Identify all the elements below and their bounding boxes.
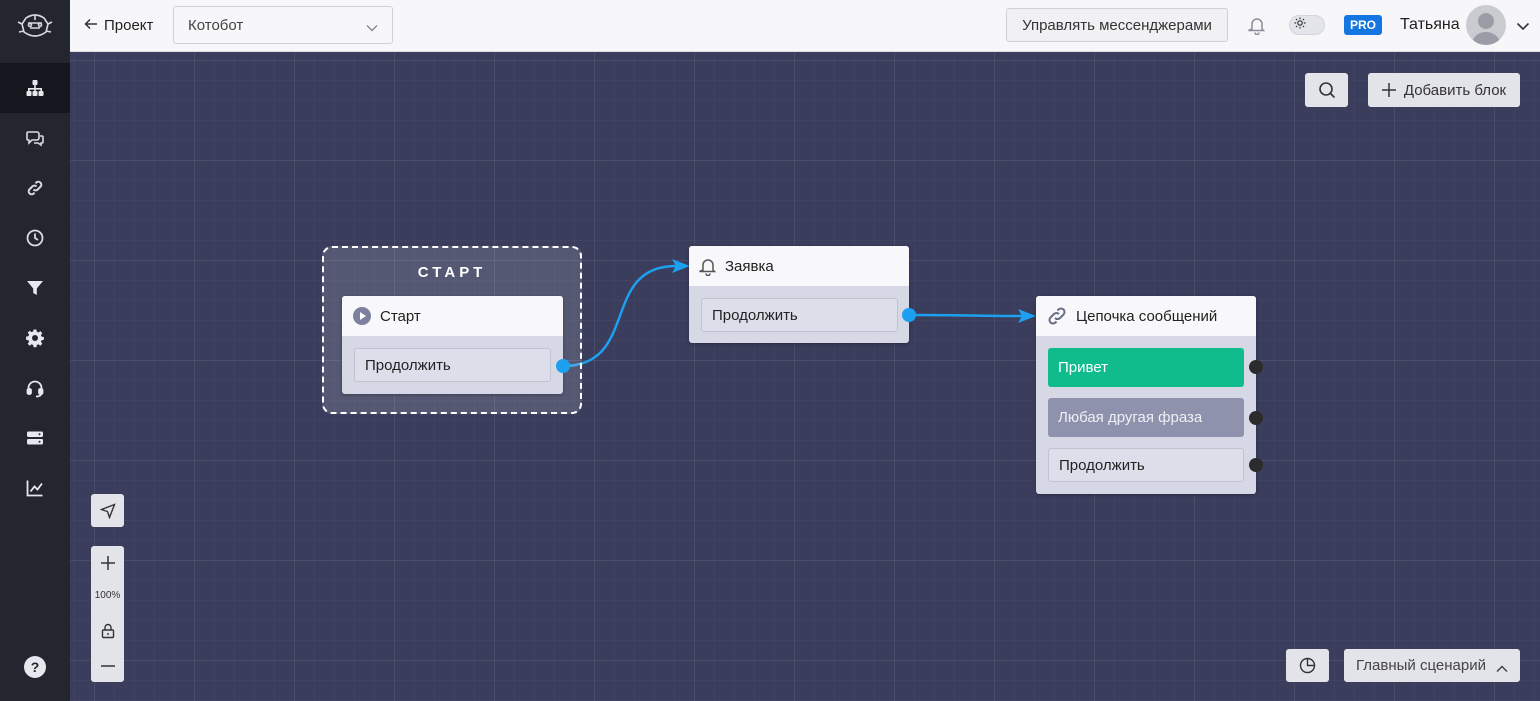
chain-option-privet[interactable]: Привет: [1048, 348, 1244, 387]
sidebar-item-scenarios[interactable]: [0, 63, 70, 113]
chain-option-3-port[interactable]: [1249, 458, 1263, 472]
chain-option-1-port[interactable]: [1249, 360, 1263, 374]
chain-node-title: Цепочка сообщений: [1076, 307, 1218, 325]
play-circle-icon: [353, 307, 371, 325]
sidebar-item-integrations[interactable]: [0, 163, 70, 213]
chain-continue-button[interactable]: Продолжить: [1048, 448, 1244, 482]
start-node-header: Старт: [342, 296, 563, 336]
link-icon: [27, 180, 43, 196]
link-icon: [1048, 307, 1066, 325]
chat-icon: [26, 131, 44, 147]
sidebar-item-funnels[interactable]: [0, 263, 70, 313]
sidebar-item-server[interactable]: [0, 413, 70, 463]
plus-icon: [100, 555, 115, 570]
statistics-button[interactable]: [1286, 649, 1329, 682]
clock-icon: [26, 229, 44, 247]
start-node[interactable]: Старт Продолжить: [342, 296, 570, 394]
add-block-label: Добавить блок: [1403, 81, 1507, 99]
project-select-value: Котобот: [188, 16, 244, 34]
lock-icon: [101, 623, 114, 639]
bell-icon: [699, 259, 717, 276]
filter-icon: [27, 281, 43, 295]
scenario-select-label: Главный сценарий: [1356, 657, 1486, 674]
sidebar-item-settings[interactable]: [0, 313, 70, 363]
plus-icon: [1381, 83, 1396, 97]
theme-toggle[interactable]: [1289, 15, 1325, 35]
lock-canvas-button[interactable]: [91, 616, 124, 646]
user-name[interactable]: Татьяна: [1400, 16, 1460, 33]
center-view-button[interactable]: [91, 494, 124, 527]
help-button[interactable]: ?: [24, 656, 46, 678]
pie-chart-icon: [1299, 657, 1316, 674]
sidebar-item-history[interactable]: [0, 213, 70, 263]
sitemap-icon: [26, 80, 44, 96]
request-continue-button[interactable]: Продолжить: [701, 298, 898, 332]
add-block-button[interactable]: Добавить блок: [1368, 73, 1520, 107]
request-node[interactable]: Заявка Продолжить: [689, 246, 916, 343]
sidebar-item-chats[interactable]: [0, 113, 70, 163]
start-node-title: Старт: [380, 307, 421, 325]
start-output-port[interactable]: [556, 359, 570, 373]
search-button[interactable]: [1305, 73, 1348, 107]
request-node-header: Заявка: [689, 246, 909, 286]
avatar[interactable]: [1466, 5, 1506, 45]
chevron-down-icon: [366, 19, 378, 36]
chain-option-any-phrase[interactable]: Любая другая фраза: [1048, 398, 1244, 437]
navigation-arrow-icon: [99, 502, 116, 519]
scenario-canvas[interactable]: [70, 52, 1540, 701]
chevron-up-icon: [1496, 660, 1508, 677]
bot-logo-icon[interactable]: [0, 0, 70, 52]
minus-icon: [100, 664, 115, 667]
manage-messengers-button[interactable]: Управлять мессенджерами: [1006, 8, 1228, 42]
notifications-bell-icon[interactable]: [1248, 15, 1266, 40]
sun-icon: [1294, 16, 1306, 34]
project-select[interactable]: Котобот: [173, 6, 393, 44]
headset-icon: [26, 380, 44, 398]
request-node-title: Заявка: [725, 257, 774, 275]
gear-icon: [26, 329, 44, 348]
chain-node-header: Цепочка сообщений: [1036, 296, 1256, 336]
back-link-label: Проект: [104, 16, 154, 34]
sidebar: ?: [0, 0, 70, 701]
user-menu-chevron-icon[interactable]: [1516, 18, 1530, 36]
zoom-in-button[interactable]: [91, 546, 124, 579]
user-avatar-icon: [1471, 13, 1501, 45]
back-to-project-link[interactable]: Проект: [84, 0, 153, 50]
start-continue-button[interactable]: Продолжить: [354, 348, 551, 382]
server-icon: [27, 431, 43, 445]
search-icon: [1318, 82, 1335, 99]
zoom-level: 100%: [94, 589, 121, 601]
start-group-title: СТАРТ: [417, 264, 487, 281]
zoom-out-button[interactable]: [91, 649, 124, 682]
chain-option-2-port[interactable]: [1249, 411, 1263, 425]
sidebar-item-support[interactable]: [0, 363, 70, 413]
scenario-select-button[interactable]: Главный сценарий: [1344, 649, 1520, 682]
arrow-left-icon: [84, 17, 98, 34]
sidebar-item-analytics[interactable]: [0, 463, 70, 513]
request-output-port[interactable]: [902, 308, 916, 322]
message-chain-node[interactable]: Цепочка сообщений Привет Любая другая фр…: [1036, 296, 1263, 494]
topbar: Проект Котобот Управлять мессенджерами P…: [70, 0, 1540, 52]
zoom-panel: 100%: [91, 546, 124, 682]
analytics-icon: [26, 480, 43, 497]
pro-badge: PRO: [1344, 15, 1382, 35]
